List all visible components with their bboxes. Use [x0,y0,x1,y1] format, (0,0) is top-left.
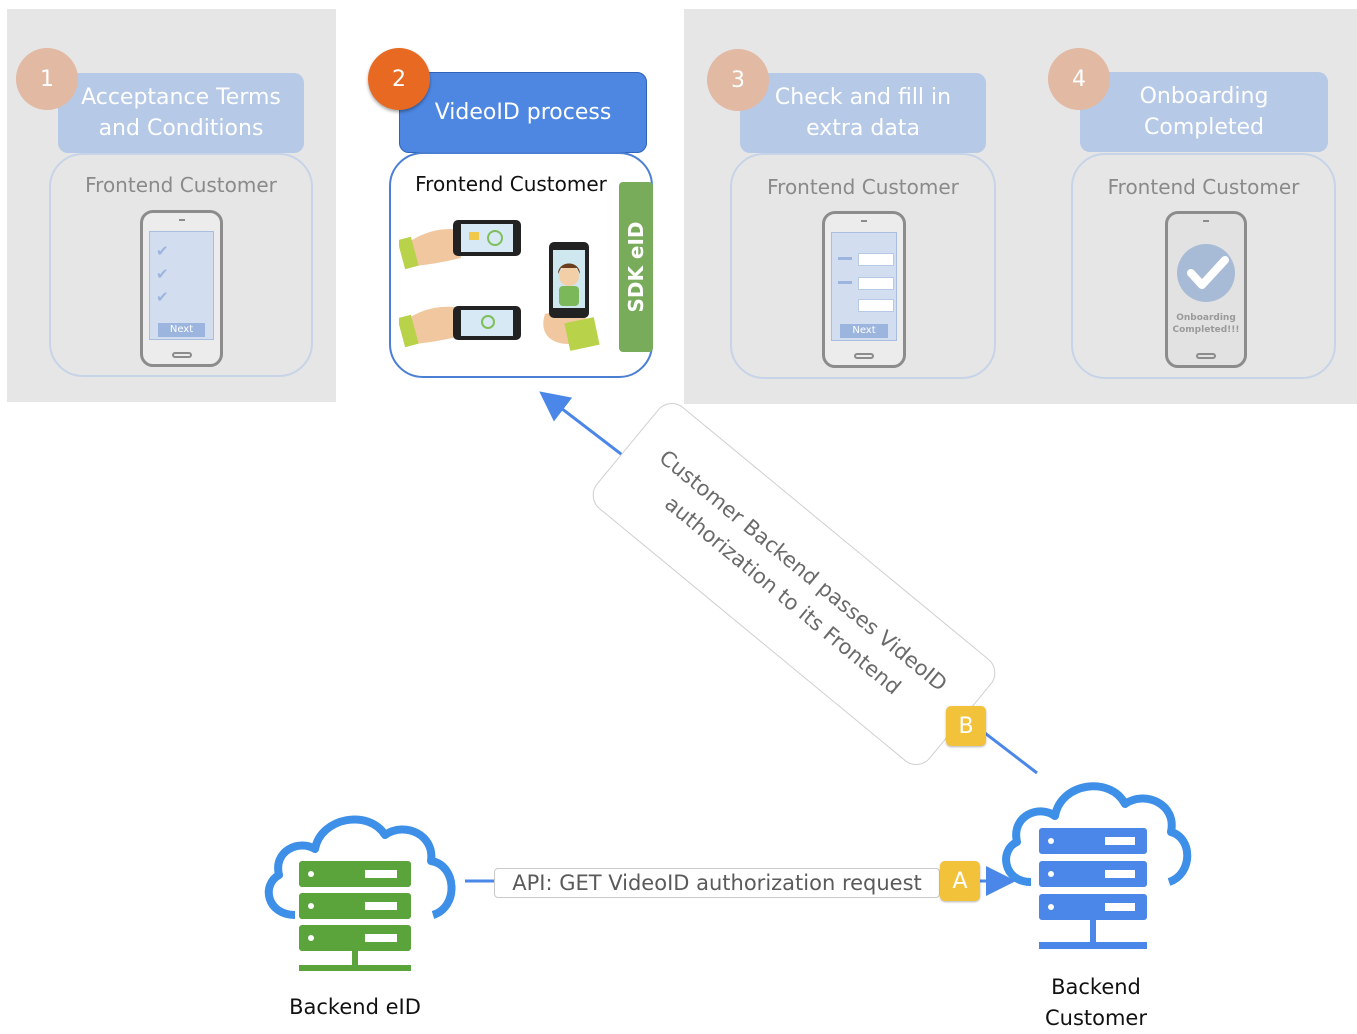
backend-customer-label: Backend Customer [1044,975,1147,1030]
step-1-frontend-label: Frontend Customer [85,173,277,197]
step-3-title: Check and fill in extra data [740,73,986,153]
backend-passes-label: Customer Backend passes VideoID authoriz… [654,445,952,700]
check-icon: ✔ [156,242,169,260]
check-circle-icon [1177,244,1235,302]
step-1-frontend-card: Frontend Customer ✔ ✔ ✔ Next [49,153,313,377]
step-2-frontend-card: Frontend Customer SDK eID [389,152,653,378]
backend-eid-cloud-server-icon [264,815,456,971]
sdk-eid-label: SDK eID [624,221,648,313]
step-4-number: 4 [1048,48,1110,110]
step-2-title: VideoID process [399,72,647,153]
step-4-title: Onboarding Completed [1080,72,1328,152]
step-1-phone: ✔ ✔ ✔ Next [140,210,223,367]
step-1-next-button: Next [158,323,205,337]
step-4-phone: Onboarding Completed!!! [1165,211,1247,368]
backend-customer-cloud-server-icon [1002,782,1192,949]
check-icon: ✔ [156,265,169,283]
step-4-frontend-label: Frontend Customer [1107,175,1300,199]
backend-eid-label: Backend eID [289,995,421,1019]
step-1-number: 1 [16,48,78,110]
step-3-next-button: Next [840,324,888,338]
badge-b: B [946,706,986,746]
step-2-number: 2 [368,48,430,110]
onboarding-completed-text: Onboarding Completed!!! [1172,313,1240,335]
step-3-phone: Next [822,211,906,368]
step-2-frontend-label: Frontend Customer [415,172,607,196]
step-4-frontend-card: Frontend Customer Onboarding Completed!!… [1071,153,1336,379]
check-icon: ✔ [156,288,169,306]
step-1-title: Acceptance Terms and Conditions [58,73,304,153]
badge-a: A [940,861,980,901]
step-3-number: 3 [707,49,769,111]
sdk-eid-bar: SDK eID [619,182,653,352]
step-3-frontend-card: Frontend Customer Next [730,153,996,379]
video-identification-illustration [399,220,600,351]
api-request-label: API: GET VideoID authorization request [494,868,940,898]
step-3-frontend-label: Frontend Customer [767,175,959,199]
